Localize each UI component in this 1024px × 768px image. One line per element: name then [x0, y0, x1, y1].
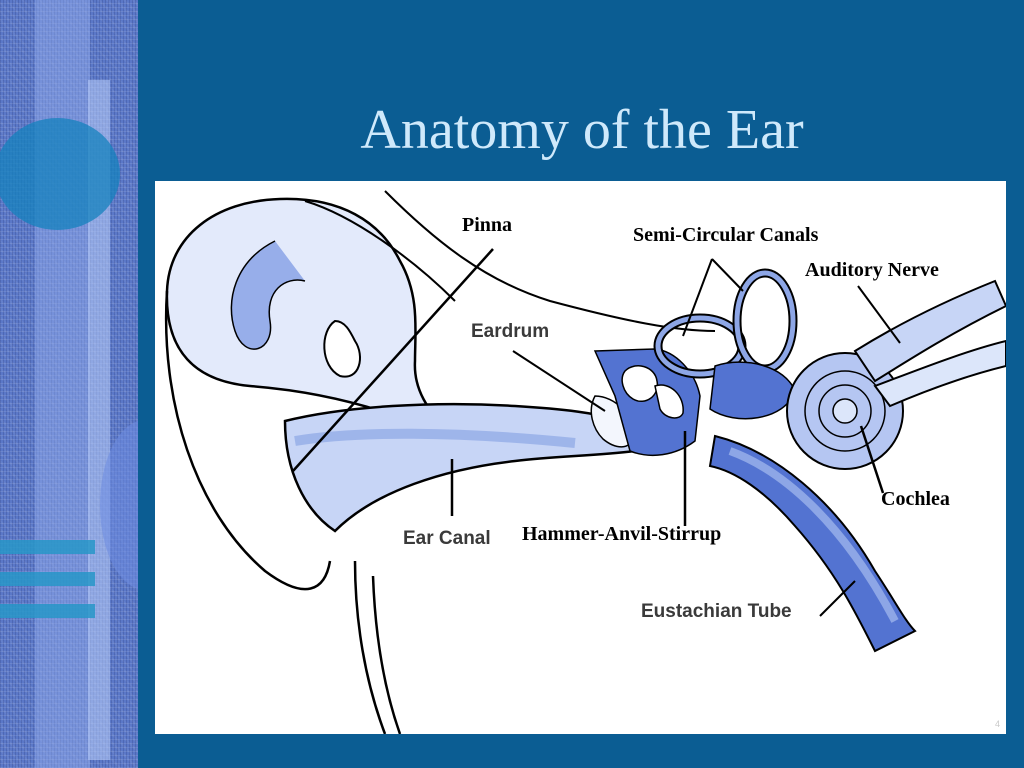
head-contour	[304, 200, 456, 302]
eustachian-tube-highlight	[728, 447, 899, 623]
leader-line	[711, 258, 744, 292]
head-contour	[384, 190, 716, 332]
eustachian-tube-shape	[708, 434, 917, 653]
auditory-nerve-shape	[853, 279, 1006, 383]
sidebar-stripe	[35, 0, 90, 768]
cochlea-label: Cochlea	[881, 488, 950, 510]
sidebar-stripe	[0, 540, 95, 554]
auditory-nerve-label: Auditory Nerve	[805, 259, 939, 281]
sidebar-stripe	[88, 80, 110, 760]
pinna-shape	[165, 197, 456, 443]
leader-line	[682, 258, 713, 337]
sidebar-circle	[0, 118, 120, 230]
vestibule	[709, 361, 796, 420]
leader-line	[292, 248, 494, 472]
ossicles	[654, 384, 684, 419]
slide-number: 4	[995, 719, 1001, 729]
eardrum-label: Eardrum	[471, 321, 550, 342]
hammer-anvil-stirrup-label: Hammer-Anvil-Stirrup	[522, 523, 722, 545]
leader-line	[819, 580, 856, 617]
cochlea-spiral	[804, 370, 886, 452]
eustachian-tube-label: Eustachian Tube	[641, 601, 792, 622]
ear-illustration	[164, 190, 1006, 734]
middle-ear-cavity	[593, 348, 701, 457]
ear-diagram: Pinna Semi-Circular Canals Auditory Nerv…	[155, 181, 1006, 734]
cochlea-spiral	[818, 384, 872, 438]
page-title: Anatomy of the Ear	[360, 99, 804, 161]
leader-line	[512, 350, 606, 412]
earlobe	[164, 290, 332, 591]
auditory-nerve-shape	[873, 339, 1006, 408]
ossicles	[621, 365, 659, 402]
pinna-inner-fold	[230, 240, 306, 350]
tragus	[323, 319, 361, 378]
neck-line	[371, 575, 402, 734]
leader-line	[857, 285, 901, 344]
sidebar-stripe	[0, 604, 95, 618]
ear-canal-label: Ear Canal	[403, 528, 491, 549]
semicircular-canal	[734, 270, 796, 372]
pinna-label: Pinna	[462, 214, 513, 236]
leader-line	[859, 425, 885, 494]
sidebar-stripe	[0, 572, 95, 586]
semi-circular-canals-label: Semi-Circular Canals	[633, 224, 819, 246]
ear-canal-shading	[294, 428, 576, 448]
neck-line	[353, 560, 387, 734]
cochlea-spiral	[832, 398, 858, 424]
decorative-sidebar	[0, 0, 138, 768]
